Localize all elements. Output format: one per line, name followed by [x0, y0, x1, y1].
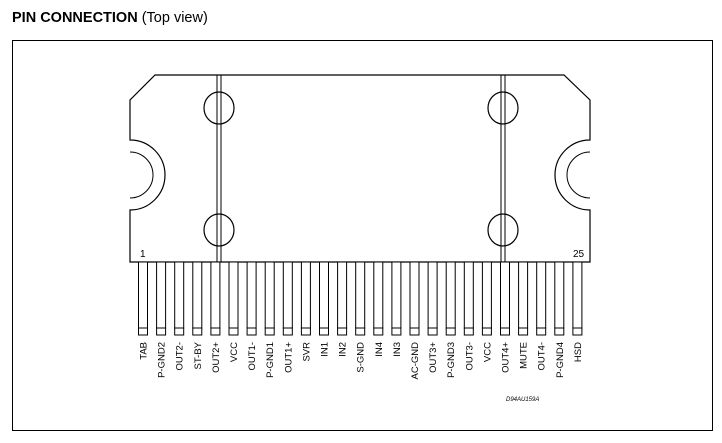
pin-pad: [138, 327, 148, 336]
pin-label: HSD: [573, 342, 584, 362]
pin-lead: [282, 261, 293, 329]
page-title: PIN CONNECTION (Top view): [12, 10, 208, 26]
pin-pad: [192, 327, 203, 336]
pin-label: ST-BY: [193, 341, 204, 369]
pin-pad: [355, 327, 366, 336]
pin-label: OUT1-: [247, 342, 258, 371]
pin-label: IN2: [338, 342, 349, 357]
pin-label: VCC: [229, 342, 240, 362]
title-suffix: (Top view): [141, 10, 208, 26]
pin-lead: [300, 261, 311, 329]
pin-label: TAB: [139, 342, 150, 360]
pin-pad: [518, 327, 529, 336]
pin-pad: [300, 327, 311, 336]
pin-pad: [409, 327, 420, 336]
mount-hole-bottom-left: [203, 213, 235, 247]
mount-hole-top-right: [487, 91, 519, 125]
pin-pad: [282, 327, 293, 336]
pin-label: AC-GND: [410, 342, 421, 380]
pin-pad: [536, 327, 547, 336]
right-notch-inner: [566, 151, 591, 199]
pin-pad: [319, 327, 329, 336]
pin-label: MUTE: [519, 342, 530, 369]
pin-pad: [554, 327, 565, 336]
pin-pad: [228, 327, 239, 336]
pin-lead: [174, 261, 185, 329]
pin-lead: [554, 261, 565, 329]
pin-lead: [427, 261, 438, 329]
pin-lead: [536, 261, 547, 329]
pin-lead: [481, 261, 492, 329]
mount-hole-top-left: [203, 91, 235, 125]
pin-lead: [156, 261, 167, 329]
pin-pad: [391, 327, 402, 336]
pin-lead: [445, 261, 456, 329]
pin-pad: [427, 327, 438, 336]
pin-lead: [463, 261, 474, 329]
pin-pad: [500, 327, 510, 336]
pin-lead: [409, 261, 420, 329]
pin-lead: [572, 261, 583, 329]
pin-label: OUT3-: [464, 342, 475, 371]
pin-label: IN1: [320, 342, 331, 357]
pin-pad: [572, 327, 583, 336]
pin-lead: [192, 261, 203, 329]
pin-label: OUT4-: [537, 342, 548, 371]
pin-pad: [463, 327, 474, 336]
pin-lead: [228, 261, 239, 329]
title-main: PIN CONNECTION: [12, 10, 138, 26]
pin-pad: [445, 327, 456, 336]
pin-label: P-GND3: [446, 342, 457, 378]
pin-pad: [156, 327, 167, 336]
pin-label: IN3: [392, 342, 403, 357]
pin-lead: [138, 261, 148, 329]
mount-hole-bottom-right: [487, 213, 519, 247]
pin-pad: [264, 327, 275, 336]
pin-row: TAB P-GND2 OUT2- ST-BY OUT2+ VCC OUT1- P-GND1 OU…: [138, 261, 584, 380]
pin-lead: [391, 261, 402, 329]
pin-lead: [500, 261, 510, 329]
pin-lead: [373, 261, 384, 329]
document-code: D94AU159A: [506, 397, 539, 403]
pin-number-first: 1: [140, 249, 146, 260]
pin-lead: [210, 261, 221, 329]
pin-label: OUT3+: [428, 342, 439, 373]
pin-number-last: 25: [573, 249, 585, 260]
pin-pad: [174, 327, 185, 336]
pin-pad: [373, 327, 384, 336]
pin-label: OUT4+: [501, 342, 512, 373]
pin-lead: [246, 261, 257, 329]
pin-pad: [481, 327, 492, 336]
pin-pad: [337, 327, 348, 336]
pin-label: P-GND1: [265, 342, 276, 378]
pin-label: OUT1+: [283, 342, 294, 373]
pin-label: OUT2+: [211, 342, 222, 373]
pin-label: SVR: [301, 342, 312, 362]
pin-label: VCC: [482, 342, 493, 362]
pin-label: S-GND: [356, 342, 367, 373]
pin-lead: [337, 261, 348, 329]
pin-pad: [246, 327, 257, 336]
pin-lead: [518, 261, 529, 329]
pin-lead: [319, 261, 329, 329]
pin-label: IN4: [374, 342, 385, 357]
pin-label: P-GND4: [555, 342, 566, 378]
left-notch-inner: [129, 151, 154, 199]
pin-pad: [210, 327, 221, 336]
diagram-frame: [12, 40, 713, 431]
pin-label: P-GND2: [157, 342, 168, 378]
pin-label: OUT2-: [175, 342, 186, 371]
pin-lead: [264, 261, 275, 329]
pin-lead: [355, 261, 366, 329]
package-body: [129, 74, 591, 263]
